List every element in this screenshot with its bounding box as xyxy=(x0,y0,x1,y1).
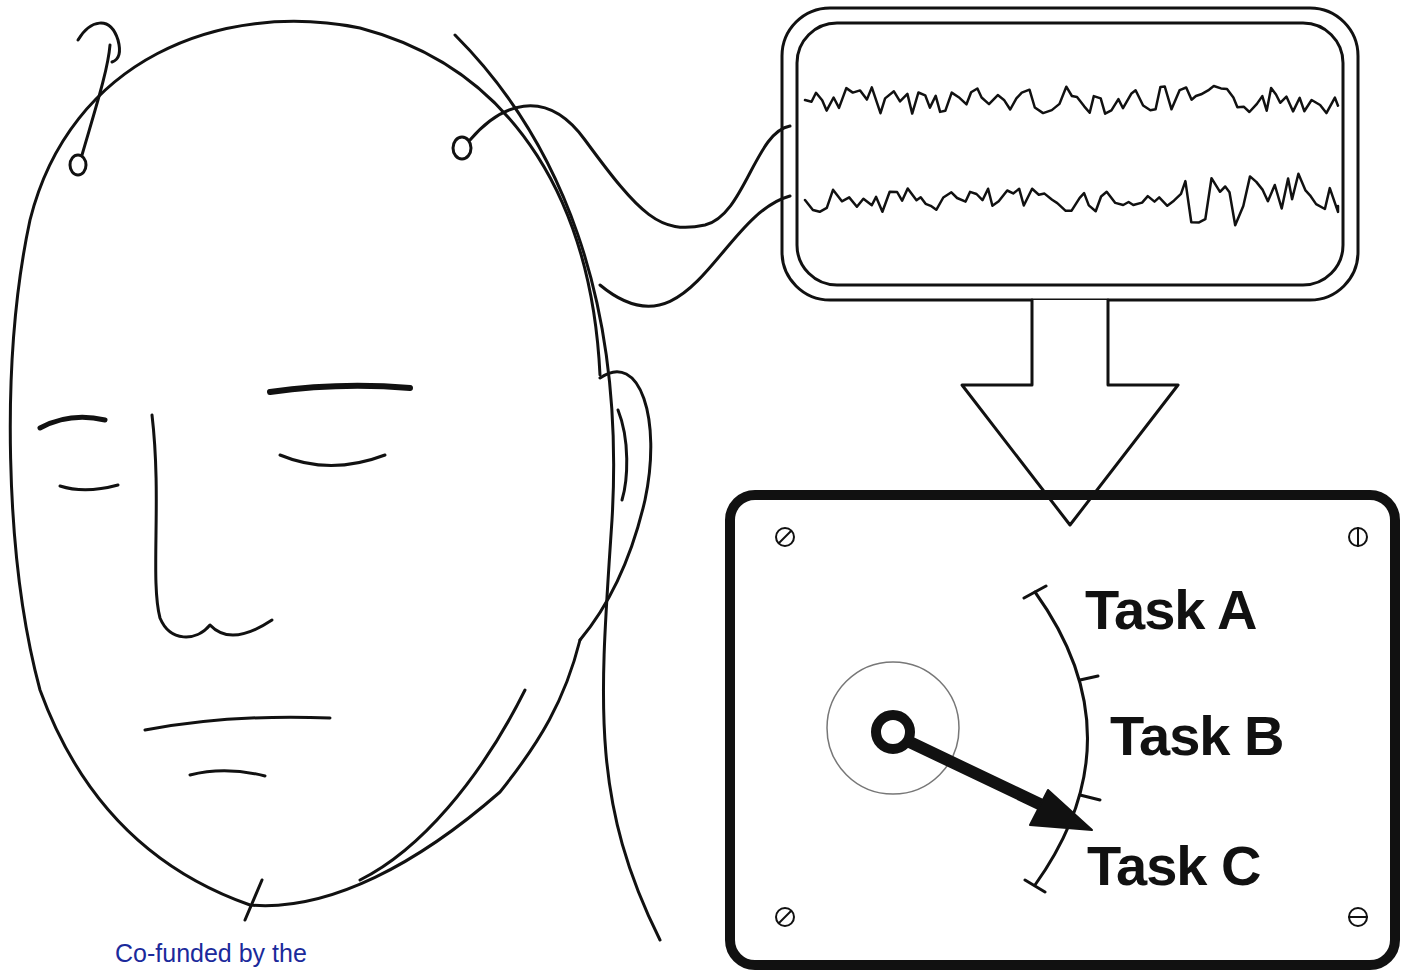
lip xyxy=(190,771,265,776)
dial-pointer xyxy=(895,735,1048,808)
dial-ring xyxy=(827,662,959,794)
dial-label: Task C xyxy=(1087,838,1260,894)
dial-panel: Task A Task B Task C xyxy=(725,490,1400,970)
electrode xyxy=(70,155,86,175)
electrode-wire xyxy=(82,45,110,155)
dial-scale xyxy=(1035,592,1088,885)
nose xyxy=(152,415,272,637)
signal-box xyxy=(782,8,1358,300)
electrode xyxy=(453,137,471,159)
electrode-bump xyxy=(78,23,120,62)
jaw xyxy=(360,690,525,880)
eyebrow xyxy=(40,417,105,428)
eyebrow xyxy=(270,386,410,392)
ear xyxy=(580,372,651,640)
electrode-wire xyxy=(600,196,790,306)
eeg-trace xyxy=(805,174,1338,225)
eeg-trace xyxy=(805,86,1338,114)
dial-label: Task B xyxy=(1110,708,1283,764)
mouth xyxy=(145,717,330,730)
electrode-wire xyxy=(470,106,790,228)
ear-inner xyxy=(618,410,627,500)
signal-box-inner xyxy=(797,23,1343,285)
hair-line xyxy=(455,35,660,940)
screws xyxy=(776,528,1367,926)
funding-note: Co-funded by the xyxy=(115,940,307,968)
eye xyxy=(280,455,385,466)
pointer-head xyxy=(1030,790,1092,830)
head-outline xyxy=(10,21,600,905)
neck xyxy=(245,880,262,920)
dial-label: Task A xyxy=(1085,582,1256,638)
eye xyxy=(60,485,118,490)
dial-hub xyxy=(876,715,910,749)
